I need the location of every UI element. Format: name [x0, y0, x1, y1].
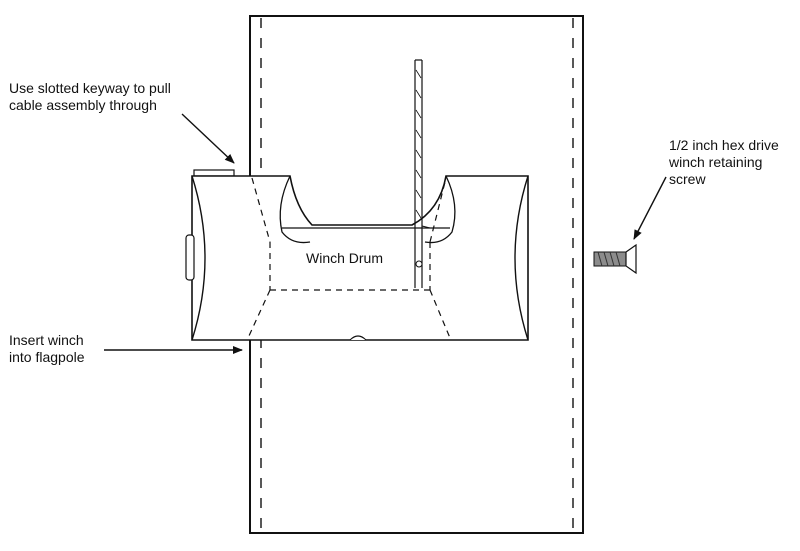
screw-callout-line-3: screw	[669, 171, 706, 187]
bottom-pin	[349, 335, 367, 341]
keyway-arrow	[181, 113, 235, 164]
keyway-callout-line-2: cable assembly through	[9, 97, 157, 113]
right-flange-curve	[424, 175, 456, 244]
keyway-tab	[193, 169, 235, 177]
cable-swage	[415, 260, 423, 268]
screw-callout-label: 1/2 inch hex drive winch retaining screw	[669, 137, 779, 188]
left-boss	[185, 234, 195, 281]
insert-callout-label: Insert winch into flagpole	[9, 332, 85, 366]
cable	[414, 59, 431, 288]
hidden-lines	[247, 177, 451, 339]
keyway-callout-line-1: Use slotted keyway to pull	[9, 80, 171, 96]
screw-callout-line-2: winch retaining	[669, 154, 763, 170]
keyway-callout-label: Use slotted keyway to pull cable assembl…	[9, 80, 171, 114]
screw-head	[625, 243, 637, 275]
insert-callout-line-2: into flagpole	[9, 349, 85, 365]
screw-arrow	[633, 176, 667, 240]
left-barrel-end	[191, 175, 206, 341]
left-flange-curve	[279, 175, 311, 244]
insert-callout-line-1: Insert winch	[9, 332, 84, 348]
winch-assembly	[185, 169, 529, 341]
retaining-screw	[593, 243, 637, 275]
winch-drum-label: Winch Drum	[306, 250, 384, 266]
screw-callout-line-1: 1/2 inch hex drive	[669, 137, 779, 153]
right-barrel-end	[514, 175, 529, 341]
